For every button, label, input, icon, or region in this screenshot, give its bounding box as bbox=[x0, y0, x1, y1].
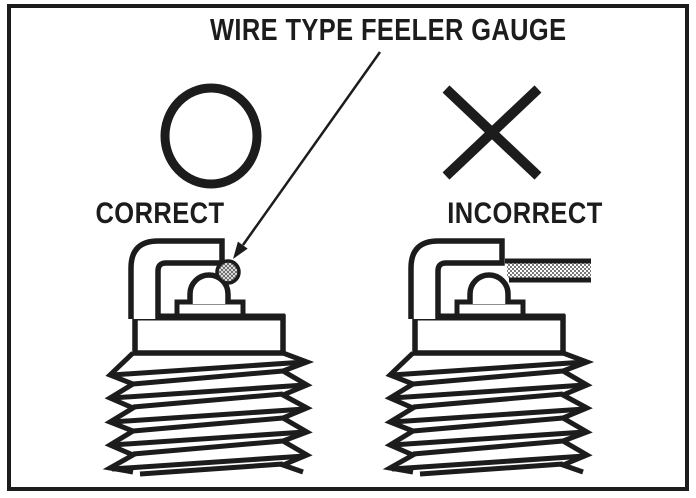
leader-arrow-icon bbox=[233, 51, 382, 259]
circle-ok-icon bbox=[160, 83, 262, 189]
spark-plug-left bbox=[110, 241, 307, 474]
x-cross-icon bbox=[442, 85, 542, 180]
wire-gauge-tip-icon bbox=[215, 259, 241, 285]
incorrect-label: INCORRECT bbox=[447, 197, 603, 230]
flat-blade-gauge-icon bbox=[505, 258, 591, 283]
spark-plug-right bbox=[390, 241, 591, 474]
figure-border bbox=[7, 4, 689, 491]
correct-label: CORRECT bbox=[95, 197, 225, 230]
figure-title: WIRE TYPE FEELER GAUGE bbox=[210, 12, 567, 47]
